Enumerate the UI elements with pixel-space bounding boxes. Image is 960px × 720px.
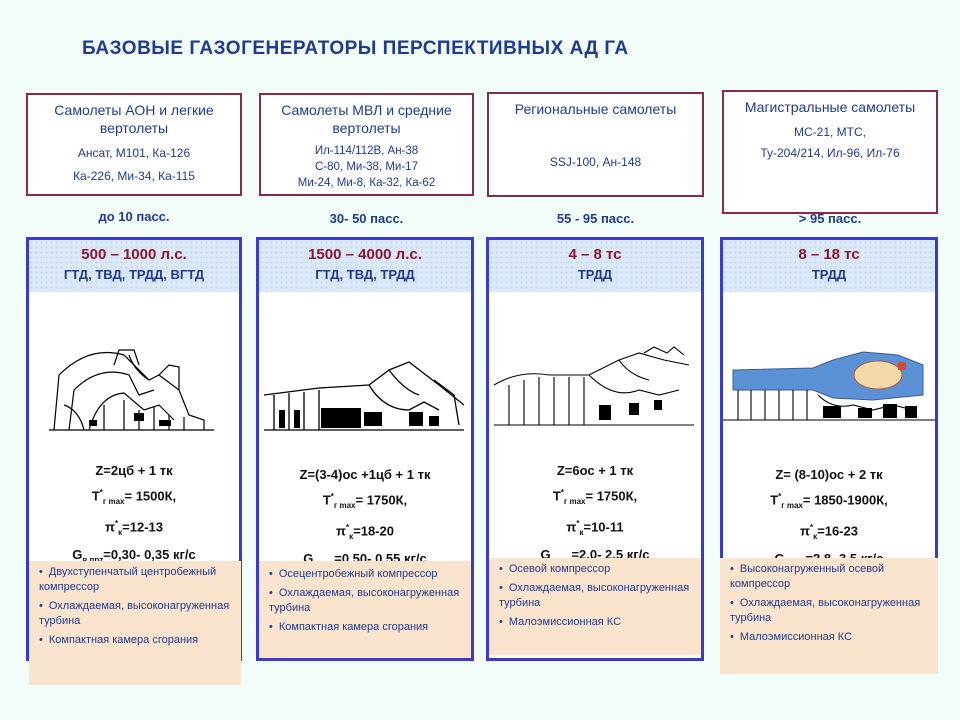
stage-scheme: Z=2цб + 1 тк [95, 463, 173, 478]
feature-item: •Осевой компрессор [499, 563, 611, 575]
engine-cross-section-drawing [493, 346, 694, 426]
aircraft-line: МС-21, МТС, [794, 125, 866, 139]
power-range: 8 – 18 тс [798, 246, 860, 263]
pressure-ratio: π*к=16-23 [800, 522, 858, 541]
engine-types: ГТД, ТВД, ТРДД [315, 267, 415, 282]
power-band: 4 – 8 тс ТРДД [489, 240, 701, 292]
parameters-block: Z=2цб + 1 тк T*г max= 1500К, π*к=12-13 G… [29, 460, 239, 571]
power-band: 1500 – 4000 л.с. ГТД, ТВД, ТРДД [259, 240, 471, 292]
engine-types: ТРДД [577, 267, 613, 282]
engine-types: ТРДД [811, 267, 847, 282]
category-box-3: Региональные самолеты SSJ-100, Ан-148 [487, 92, 704, 197]
turbine-temp: T*г max= 1850-1900К, [770, 492, 888, 510]
power-range: 4 – 8 тс [568, 246, 622, 263]
power-band: 500 – 1000 л.с. ГТД, ТВД, ТРДД, ВГТД [29, 240, 239, 292]
pax-label: 30- 50 пасс. [329, 211, 404, 226]
aircraft-line: Ми-24, Ми-8, Ка-32, Ка-62 [297, 177, 436, 189]
engine-cross-section-drawing [723, 351, 935, 421]
feature-item: •Компактная камера сгорания [269, 621, 429, 633]
pax-label: 55 - 95 пасс. [556, 211, 635, 226]
feature-item: •Осецентробежный компрессор [269, 568, 438, 580]
feature-item: •Малоэмиссионная КС [499, 616, 622, 628]
feature-item: •Двухступенчатый центробежный компрессор [39, 566, 217, 593]
aircraft-line: С-80, Ми-38, Ми-17 [315, 161, 418, 173]
engine-cross-section-drawing [49, 349, 214, 431]
pressure-ratio: π*к=10-11 [566, 518, 624, 537]
category-box-2: Самолеты МВЛ и средние вертолеты Ил-114/… [259, 93, 474, 196]
features-box-3: •Осевой компрессор •Охлаждаемая, высокон… [489, 558, 701, 655]
category-name: Самолеты АОН и легкие вертолеты [54, 102, 214, 136]
aircraft-line: Ил-114/112В, Ан-38 [314, 145, 419, 157]
turbine-temp: T*г max= 1750К, [322, 492, 408, 510]
pax-label: > 95 пасс. [798, 211, 862, 226]
power-band: 8 – 18 тс ТРДД [723, 240, 935, 292]
pax-label: до 10 пасс. [98, 209, 170, 224]
aircraft-line: Ка-226, Ми-34, Ка-115 [73, 169, 195, 183]
engine-types: ГТД, ТВД, ТРДД, ВГТД [63, 267, 205, 282]
stage-scheme: Z=6ос + 1 тк [556, 463, 634, 478]
pressure-ratio: π*к=12-13 [105, 518, 163, 537]
turbine-temp: T*г max= 1500К, [91, 488, 177, 506]
power-range: 1500 – 4000 л.с. [308, 246, 422, 263]
features-box-2: •Осецентробежный компрессор •Охлаждаемая… [259, 561, 471, 658]
power-range: 500 – 1000 л.с. [81, 246, 187, 263]
category-name: Самолеты МВЛ и средние вертолеты [281, 102, 452, 136]
category-box-4: Магистральные самолеты МС-21, МТС, Ту-20… [722, 90, 938, 214]
features-box-1: •Двухступенчатый центробежный компрессор… [29, 561, 241, 685]
engine-cross-section-drawing [263, 361, 465, 431]
feature-item: •Охлаждаемая, высоконагруженная турбина [499, 582, 690, 609]
stage-scheme: Z=(3-4)ос +1цб + 1 тк [299, 467, 431, 482]
stage-scheme: Z= (8-10)ос + 2 тк [775, 467, 883, 482]
parameters-block: Z=(3-4)ос +1цб + 1 тк T*г max= 1750К, π*… [259, 464, 471, 575]
airflow: Gв прz=0,30- 0,35 кг/с [72, 546, 196, 565]
aircraft-line: Ту-204/214, Ил-96, Ил-76 [760, 146, 900, 160]
feature-item: •Высоконагруженный осевой компрессор [730, 563, 885, 590]
feature-item: •Охлаждаемая, высоконагруженная турбина [730, 597, 921, 624]
turbine-temp: T*г max= 1750К, [552, 488, 638, 506]
features-box-4: •Высоконагруженный осевой компрессор •Ох… [720, 558, 938, 674]
category-box-1: Самолеты АОН и легкие вертолеты Ансат, М… [26, 93, 242, 196]
parameters-block: Z=6ос + 1 тк T*г max= 1750К, π*к=10-11 G… [489, 460, 701, 571]
page-title: БАЗОВЫЕ ГАЗОГЕНЕРАТОРЫ ПЕРСПЕКТИВНЫХ АД … [82, 38, 629, 59]
feature-item: •Малоэмиссионная КС [730, 631, 853, 643]
category-name: Региональные самолеты [514, 101, 677, 117]
aircraft-line: Ансат, М101, Ка-126 [77, 146, 191, 160]
aircraft-line: SSJ-100, Ан-148 [549, 155, 642, 169]
feature-item: •Охлаждаемая, высоконагруженная турбина [269, 587, 460, 614]
feature-item: •Компактная камера сгорания [39, 634, 199, 646]
category-name: Магистральные самолеты [744, 99, 916, 115]
pressure-ratio: π*к=18-20 [336, 522, 394, 541]
feature-item: •Охлаждаемая, высоконагруженная турбина [39, 600, 230, 627]
